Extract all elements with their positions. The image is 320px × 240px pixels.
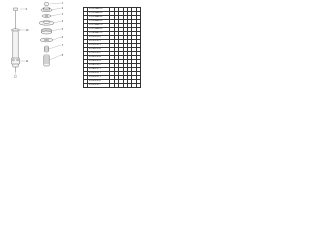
callout-labels: 1 2 3 4 5 6 7 8 9 10 11 12 [14, 2, 64, 79]
applicability-cell [135, 83, 142, 88]
strut-bracket [11, 57, 20, 65]
part-bump-stop [44, 45, 49, 53]
part-bushing [41, 28, 52, 35]
strut-assembly [11, 7, 20, 72]
callout-number: 1 [62, 2, 64, 5]
callout-number: 11 [26, 60, 29, 63]
exploded-parts [38, 2, 55, 67]
callout-number: 10 [26, 29, 29, 32]
callout-number: 7 [62, 44, 64, 47]
part-code-cell: 909090027 [87, 83, 111, 88]
callout-number: 8 [62, 54, 64, 57]
callout-number: 12 [14, 76, 17, 79]
table-row: 909090027 [82, 83, 142, 88]
part-dust-boot [43, 54, 50, 67]
part-mount-cap [40, 6, 53, 12]
exploded-parts-diagram: 1 2 3 4 5 6 7 8 9 10 11 12 [11, 2, 64, 79]
callout-number: 9 [26, 8, 28, 11]
row-index-cell [82, 83, 89, 88]
callout-number: 4 [62, 20, 64, 23]
table-row: 902350012 [82, 39, 142, 44]
callout-number: 5 [62, 28, 64, 31]
table-row: 903440011 [82, 67, 142, 72]
strut-top-mount [13, 7, 18, 11]
part-washer [41, 14, 52, 18]
part-nut-top [43, 2, 50, 6]
part-rubber-seat [39, 37, 54, 43]
part-upper-seat [38, 20, 55, 26]
callout-number: 6 [62, 36, 64, 39]
leader-lines [15, 2, 62, 75]
table-row: 20322AA000 [82, 11, 142, 16]
callout-number: 2 [62, 7, 64, 10]
callout-number: 3 [62, 13, 64, 16]
